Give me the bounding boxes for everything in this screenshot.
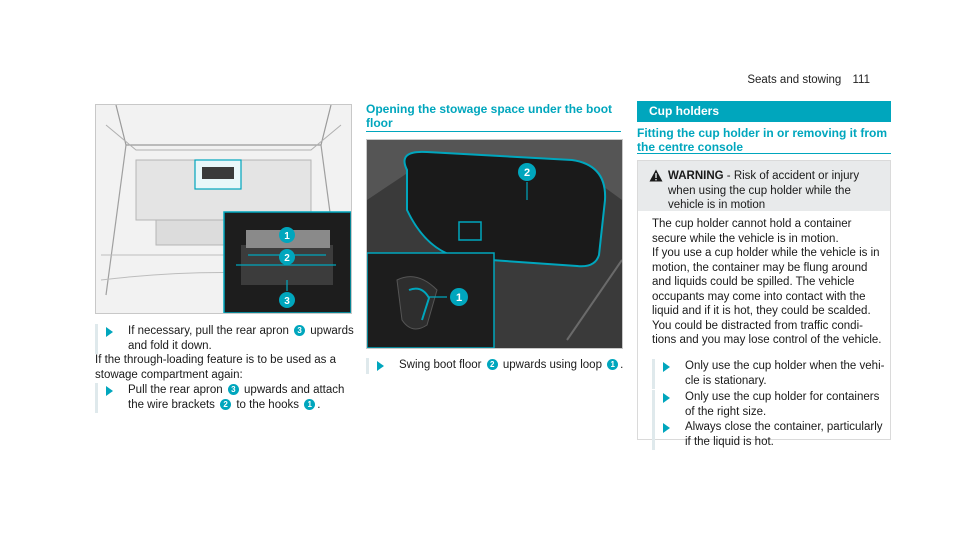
warning-box: WARNING - Risk of accident or injury whe… — [637, 160, 891, 450]
warning-triangle-icon — [649, 169, 663, 182]
cup-holder-subtitle: Fitting the cup holder in or removing it… — [637, 126, 887, 154]
boot-floor-illustration: 2 1 — [367, 140, 622, 348]
svg-text:1: 1 — [456, 292, 462, 304]
image-callout-3 — [279, 292, 295, 308]
warning-body-text: The cup holder cannot hold a container s… — [652, 218, 882, 346]
arrow-bullet-icon — [366, 358, 393, 374]
callout-badge: 3 — [227, 384, 239, 395]
page-number: 111 — [852, 74, 870, 86]
page-header: Seats and stowing 111 — [747, 74, 870, 86]
warning-bullet: Always close the container, particularly… — [652, 420, 883, 450]
callout-badge: 1 — [607, 359, 619, 370]
warning-label: WARNING — [668, 170, 724, 182]
arrow-bullet-icon — [95, 324, 122, 354]
warning-header: WARNING - Risk of accident or injury whe… — [638, 161, 890, 211]
section-name: Seats and stowing — [747, 74, 842, 86]
instruction-swing-boot-floor: Swing boot floor 2 upwards using loop 1. — [366, 358, 623, 374]
image-callout-2 — [279, 249, 295, 265]
through-loading-note: If the through-loading feature is to be … — [95, 354, 337, 381]
callout-badge: 1 — [304, 398, 316, 410]
callout-badge: 2 — [220, 398, 232, 410]
image-callout-2 — [518, 163, 536, 181]
section-rule — [366, 131, 621, 132]
instruction-pull-rear-apron: If necessary, pull the rear apron 3 upwa… — [95, 324, 354, 354]
svg-text:2: 2 — [284, 253, 290, 264]
image-callout-1 — [279, 227, 295, 243]
cup-holders-heading-bar: Cup holders — [637, 101, 891, 122]
arrow-bullet-icon — [652, 390, 679, 420]
svg-text:2: 2 — [524, 167, 530, 179]
callout-badge: 2 — [486, 359, 498, 370]
arrow-bullet-icon — [652, 420, 679, 450]
section-rule — [637, 153, 891, 154]
callout-badge: 3 — [294, 325, 306, 336]
image-callout-1 — [450, 288, 468, 306]
boot-floor-image: 2 1 — [366, 139, 623, 349]
arrow-bullet-icon — [95, 383, 122, 413]
instruction-attach-brackets: Pull the rear apron 3 upwards and attach… — [95, 383, 344, 413]
trunk-rear-apron-image: 1 2 3 — [95, 104, 352, 314]
boot-floor-section-title: Opening the stowage space under the boot… — [366, 102, 613, 130]
arrow-bullet-icon — [652, 359, 679, 389]
svg-text:3: 3 — [284, 296, 290, 307]
warning-bullet: Only use the cup holder when the vehi-cl… — [652, 359, 884, 389]
trunk-illustration: 1 2 3 — [96, 105, 351, 313]
svg-text:1: 1 — [284, 231, 290, 242]
